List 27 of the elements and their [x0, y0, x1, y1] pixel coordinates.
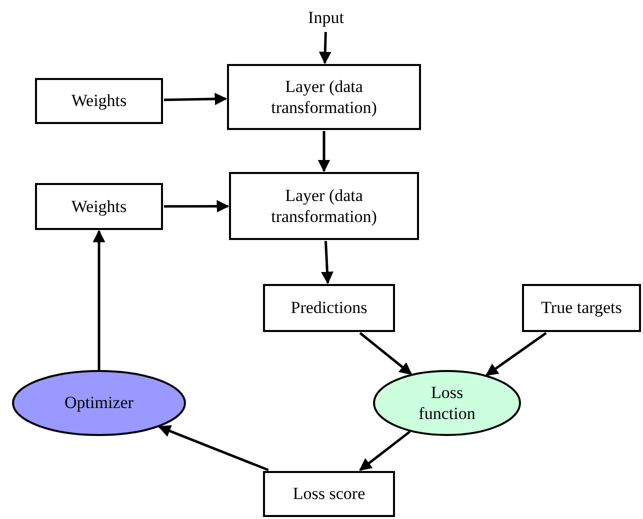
node-label: Optimizer	[64, 392, 134, 414]
arrow	[318, 32, 332, 64]
arrow	[359, 332, 412, 376]
predictions-box	[263, 284, 395, 332]
layer-box	[229, 172, 419, 240]
arrow	[158, 425, 269, 472]
arrow	[359, 430, 411, 471]
node-label: Layer (data transformation)	[270, 76, 378, 118]
node-label: Layer (data transformation)	[270, 184, 378, 228]
node-label: Loss score	[292, 483, 366, 505]
node-label: Predictions	[290, 297, 368, 319]
node-label: Input	[308, 7, 344, 29]
weights-box	[35, 78, 163, 124]
node-label: True targets	[541, 297, 622, 319]
loss-score-box	[263, 471, 395, 517]
arrow	[318, 131, 330, 172]
arrow	[164, 200, 230, 212]
arrow	[485, 332, 547, 376]
arrow	[164, 92, 228, 106]
node-label: Weights	[71, 196, 127, 218]
weights-box	[35, 183, 163, 230]
arrow	[320, 240, 334, 284]
layer-box	[227, 64, 421, 130]
node-label: Loss function	[418, 382, 476, 424]
targets-box	[522, 284, 641, 332]
node-label: Weights	[71, 90, 127, 112]
arrow	[92, 230, 106, 370]
